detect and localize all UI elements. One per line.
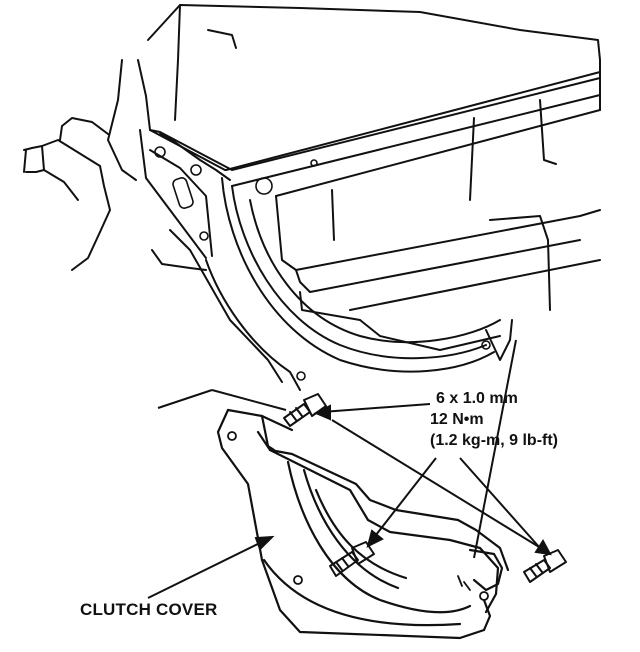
engine-block — [107, 4, 601, 383]
torque-nm-label: 12 N•m — [430, 411, 484, 428]
callout-leaders — [147, 339, 552, 599]
bolt-top — [283, 393, 327, 427]
flywheel-housing — [205, 177, 513, 391]
oil-pan — [275, 99, 601, 351]
torque-alt-units-label: (1.2 kg-m, 9 lb-ft) — [430, 432, 559, 449]
bolt-middle — [329, 541, 375, 577]
bolt-right — [523, 549, 567, 583]
bolt-size-label: 6 x 1.0 mm — [436, 390, 518, 407]
input-shaft — [23, 117, 111, 271]
clutch-cover-label: CLUTCH COVER — [80, 600, 218, 619]
